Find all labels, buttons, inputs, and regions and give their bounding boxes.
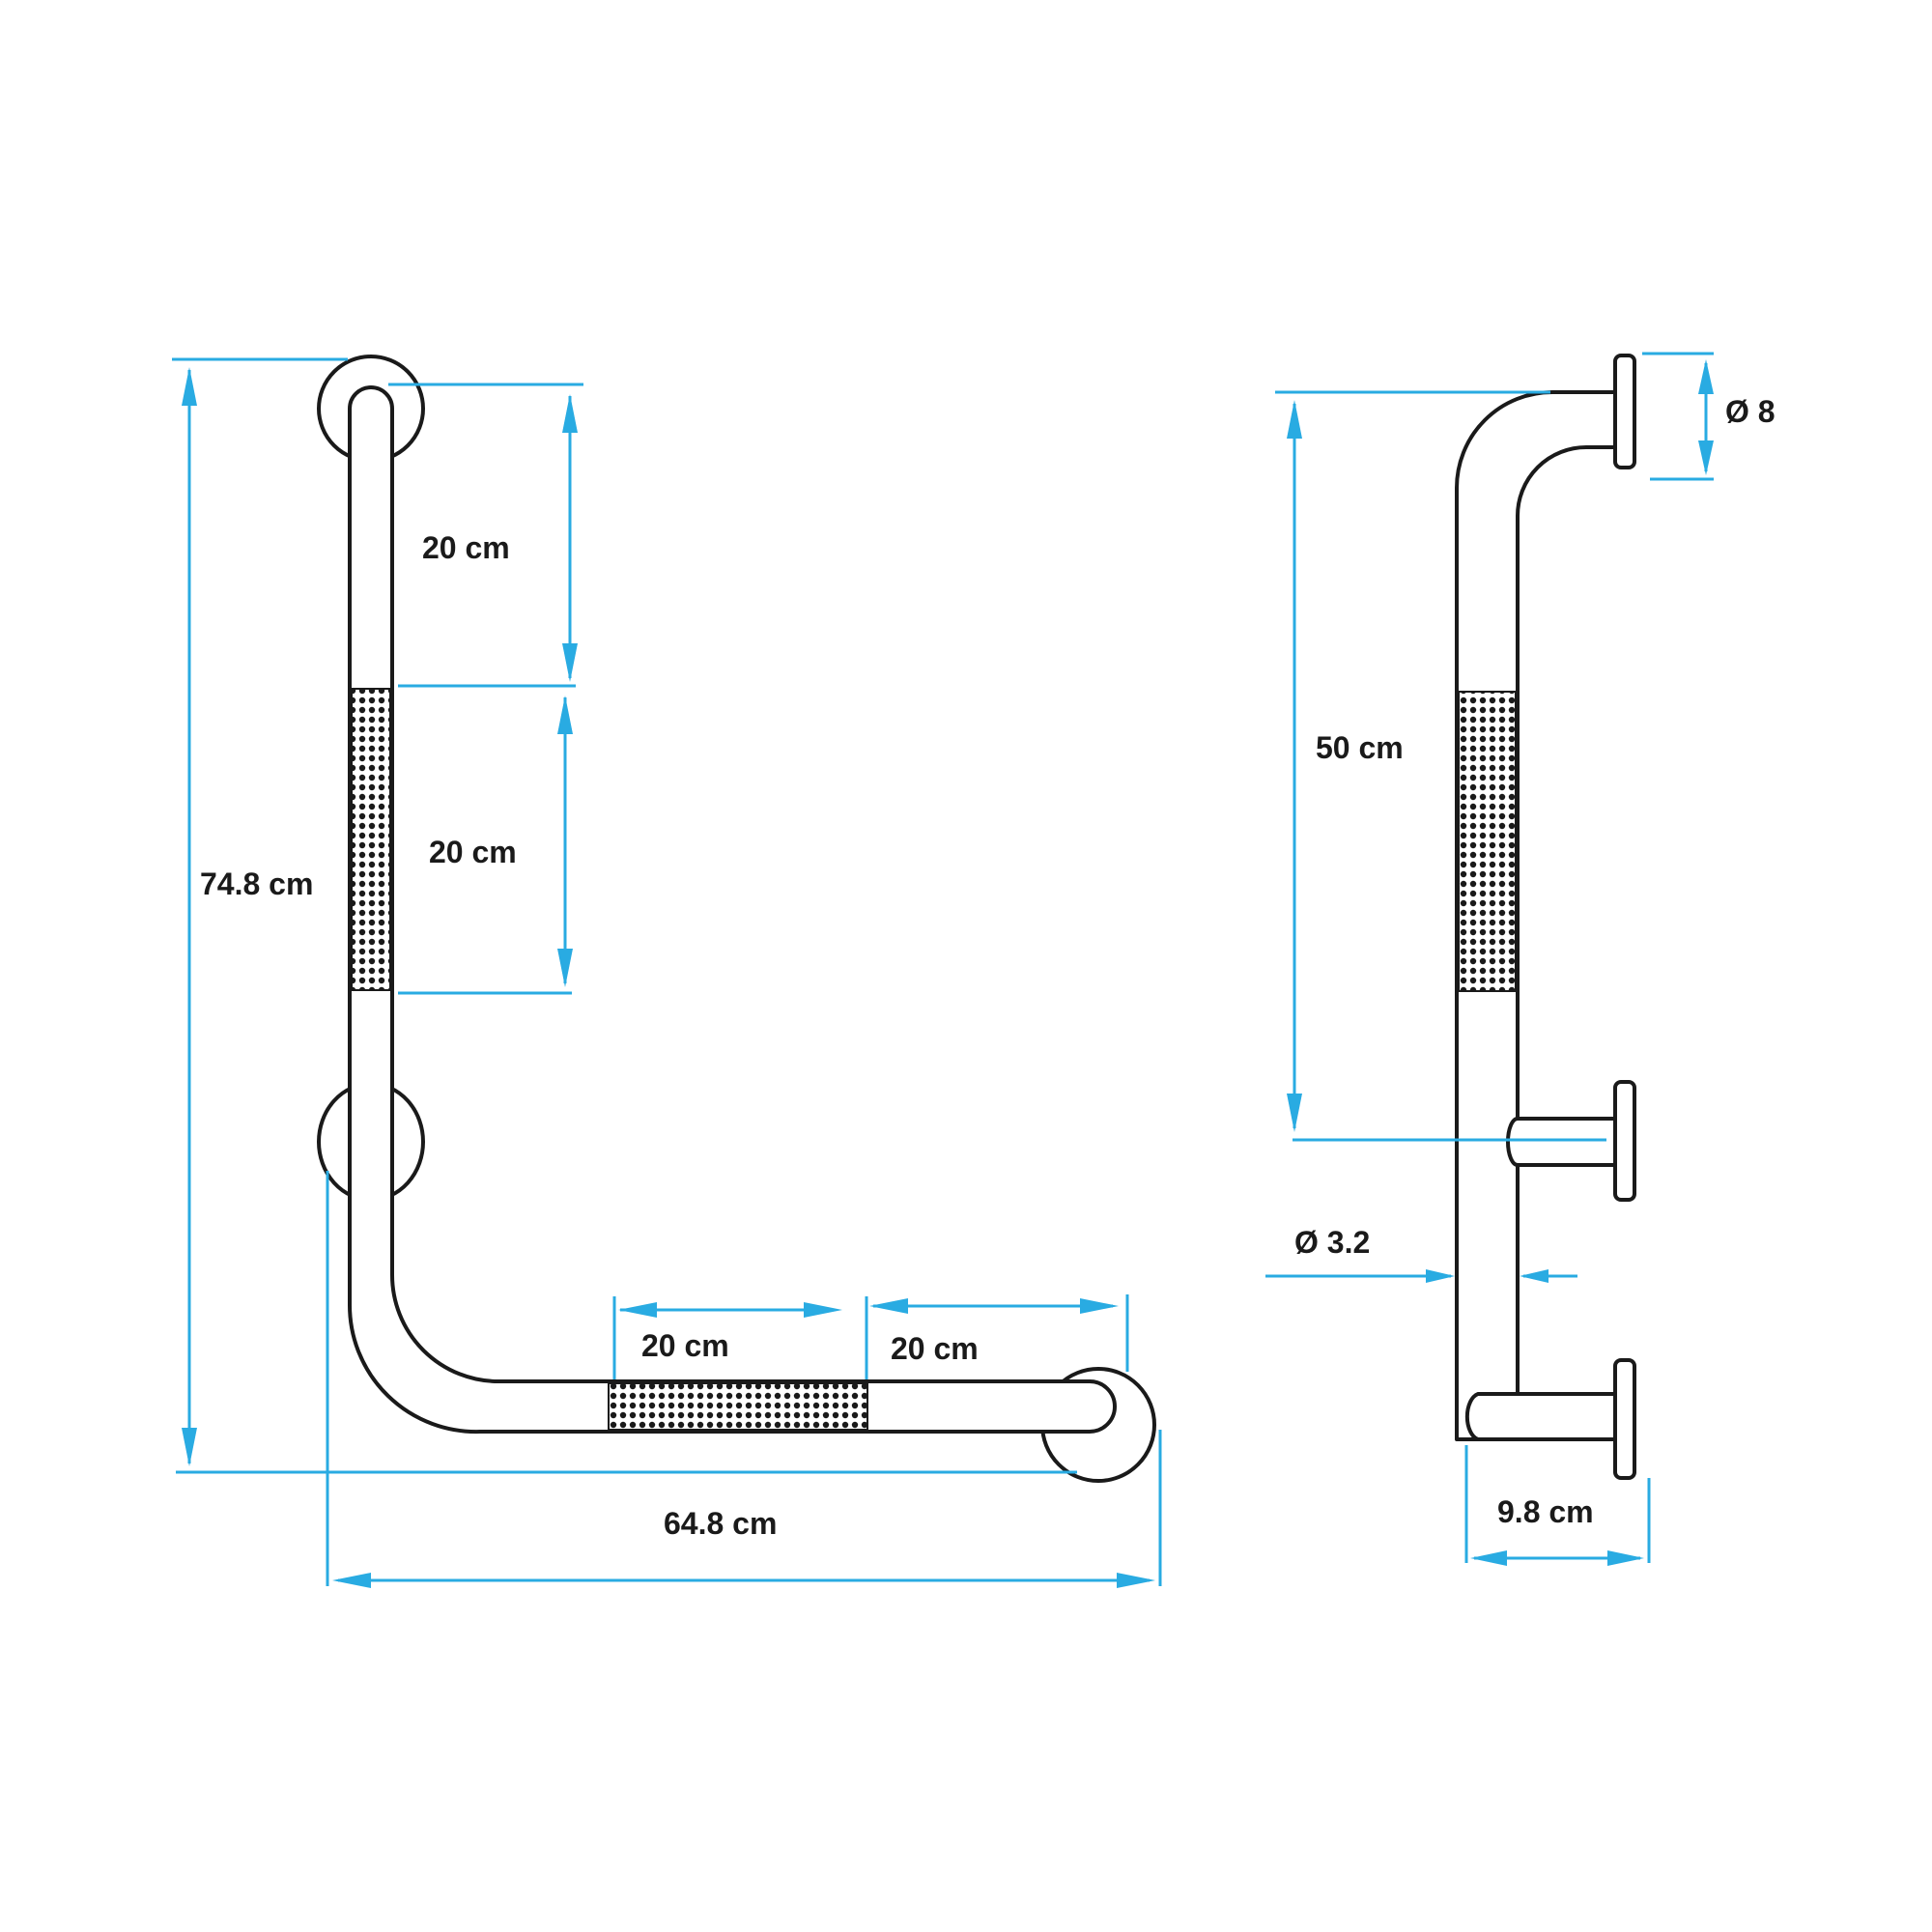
label-total-width: 64.8 cm bbox=[664, 1506, 777, 1541]
side-middle-flange bbox=[1613, 1080, 1636, 1202]
horizontal-grip-section bbox=[608, 1382, 868, 1431]
vertical-grip-section bbox=[351, 688, 391, 991]
l-shaped-tube bbox=[348, 385, 1117, 1435]
label-upper-section: 20 cm bbox=[422, 530, 510, 565]
dimension-labels: 74.8 cm 20 cm 20 cm 20 cm 20 cm 64.8 cm … bbox=[200, 394, 1776, 1541]
label-wall-projection: 9.8 cm bbox=[1497, 1494, 1594, 1529]
side-view-grab-bar bbox=[1455, 354, 1636, 1480]
side-grip-section bbox=[1458, 691, 1517, 992]
label-tube-diameter: Ø 3.2 bbox=[1294, 1225, 1370, 1260]
label-flange-diameter: Ø 8 bbox=[1725, 394, 1776, 429]
side-bottom-bracket bbox=[1464, 1392, 1617, 1441]
side-bottom-flange bbox=[1613, 1358, 1636, 1480]
side-view-dimensions bbox=[1265, 352, 1714, 1566]
label-total-height: 74.8 cm bbox=[200, 867, 313, 901]
front-view-grab-bar bbox=[317, 355, 1156, 1483]
label-horizontal-grip: 20 cm bbox=[641, 1328, 729, 1363]
label-vertical-grip: 20 cm bbox=[429, 835, 517, 869]
label-center-distance: 50 cm bbox=[1316, 730, 1404, 765]
side-tube-outline bbox=[1455, 390, 1617, 1441]
side-top-flange bbox=[1613, 354, 1636, 469]
front-view-dimensions bbox=[172, 357, 1162, 1588]
side-middle-bracket bbox=[1506, 1117, 1617, 1167]
label-horizontal-end: 20 cm bbox=[891, 1331, 979, 1366]
